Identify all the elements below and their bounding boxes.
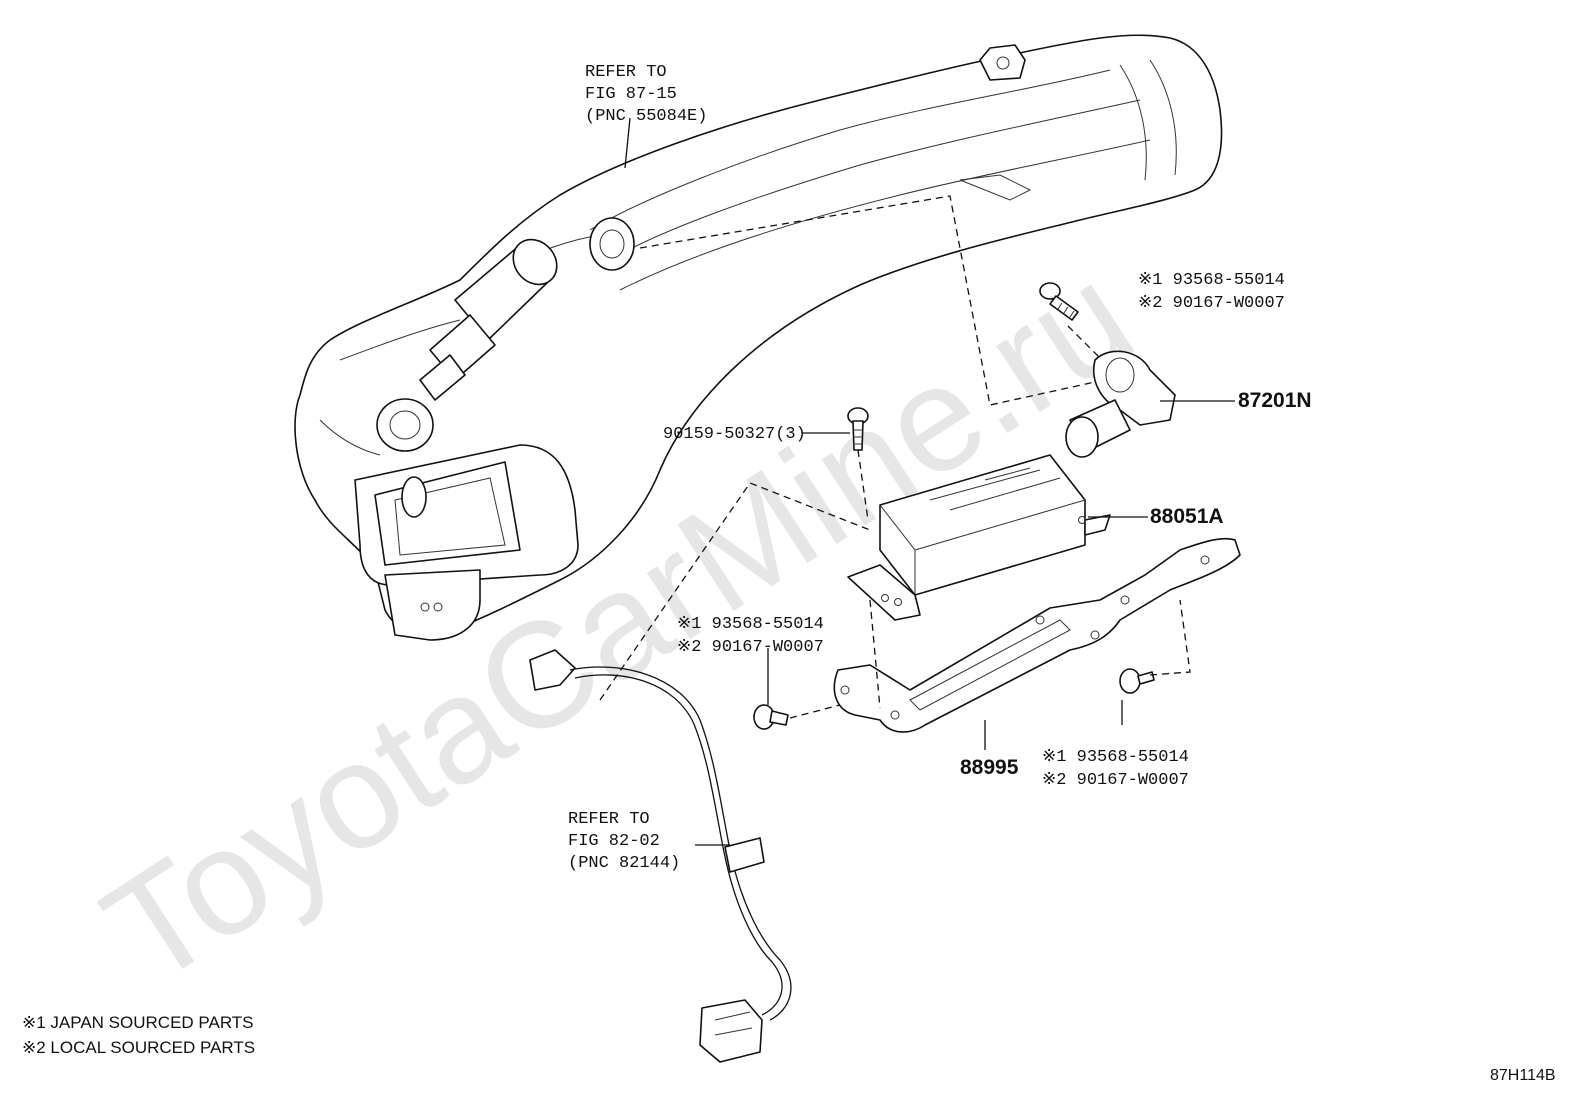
ref-label-harness: REFER TO FIG 82-02 (PNC 82144) <box>568 810 680 873</box>
part-number-87201N: 87201N <box>1238 389 1312 412</box>
wire-harness <box>529 649 792 1063</box>
bolt-label-right: ※1 93568-55014 ※2 90167-W0007 <box>1042 748 1189 790</box>
ref-harness-line-1: REFER TO <box>568 810 650 829</box>
legend-local: ※2 LOCAL SOURCED PARTS <box>22 1038 255 1057</box>
legend-japan: ※1 JAPAN SOURCED PARTS <box>22 1013 254 1032</box>
computer-88051A <box>847 454 1111 621</box>
leader-lines <box>624 117 1235 846</box>
dashed-guides <box>599 195 1191 719</box>
legend: ※1 JAPAN SOURCED PARTS ※2 LOCAL SOURCED … <box>22 1013 255 1057</box>
bolt-left <box>753 704 789 730</box>
bolt-left-line-2: ※2 90167-W0007 <box>677 638 824 657</box>
part-number-88995: 88995 <box>960 756 1019 779</box>
ref-harness-line-3: (PNC 82144) <box>568 854 680 873</box>
part-number-88051A: 88051A <box>1150 505 1224 528</box>
ref-label-tank: REFER TO FIG 87-15 (PNC 55084E) <box>585 63 707 126</box>
ref-tank-line-1: REFER TO <box>585 63 667 82</box>
bolt-label-left: ※1 93568-55014 ※2 90167-W0007 <box>677 615 824 657</box>
bolt-label-top: ※1 93568-55014 ※2 90167-W0007 <box>1138 271 1285 313</box>
bolt-90159 <box>847 407 869 451</box>
bracket-88995 <box>833 537 1241 733</box>
bolt-top-line-2: ※2 90167-W0007 <box>1138 294 1285 313</box>
ref-tank-line-3: (PNC 55084E) <box>585 107 707 126</box>
bolt-left-line-1: ※1 93568-55014 <box>677 615 824 634</box>
bolt-right-line-2: ※2 90167-W0007 <box>1042 771 1189 790</box>
bolt-top <box>1039 282 1079 321</box>
part-number-bolt-qty: 90159-50327(3) <box>663 425 806 444</box>
bolt-right <box>1119 668 1155 694</box>
sensor-87201N <box>1065 350 1176 458</box>
bolt-top-line-1: ※1 93568-55014 <box>1138 271 1285 290</box>
figure-id: 87H114B <box>1490 1067 1556 1084</box>
ref-tank-line-2: FIG 87-15 <box>585 85 677 104</box>
intake-duct-assembly <box>294 34 1223 641</box>
bolt-right-line-1: ※1 93568-55014 <box>1042 748 1189 767</box>
ref-harness-line-2: FIG 82-02 <box>568 832 660 851</box>
